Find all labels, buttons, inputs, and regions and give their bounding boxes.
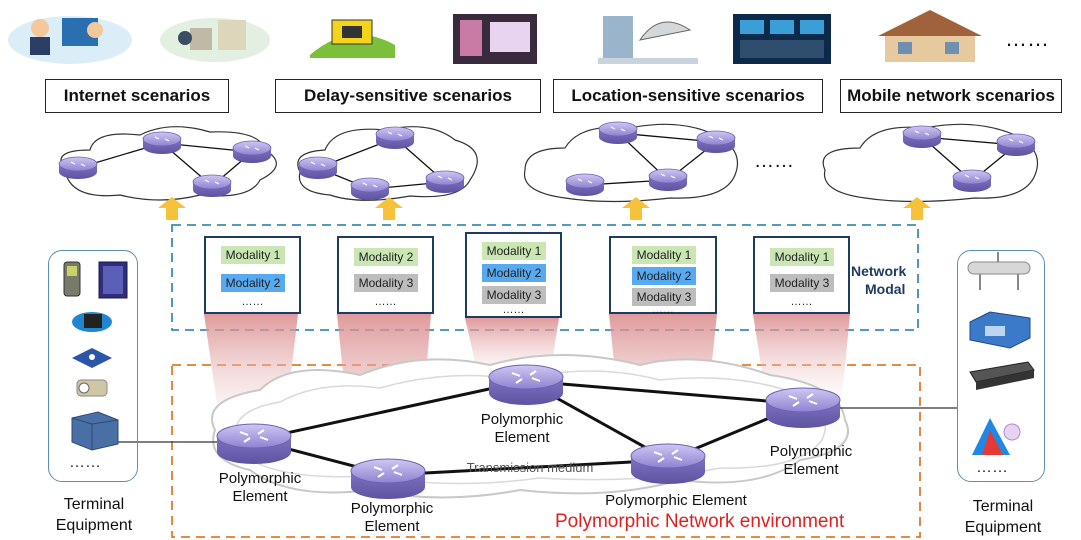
polymorphic-router-1 xyxy=(216,423,292,465)
modality-item: Modality 1 xyxy=(482,242,546,260)
desk-office-icon xyxy=(160,18,270,62)
element-label-line1: Polymorphic xyxy=(480,411,564,428)
element-label-line2: Element xyxy=(232,488,288,505)
terminal-label-left: Terminal Equipment xyxy=(42,494,146,536)
polymorphic-router-3 xyxy=(488,364,564,406)
camera-screen-icon xyxy=(310,19,395,58)
mobile-phone-icon xyxy=(63,261,81,297)
modality-box-5: Modality 1 Modality 3 …… xyxy=(753,236,850,314)
transmission-medium-label: Transmission medium xyxy=(466,460,594,475)
environment-title: Polymorphic Network environment xyxy=(555,511,845,532)
element-label-3: Polymorphic Element xyxy=(462,411,582,447)
polymorphic-router-2 xyxy=(350,458,426,500)
element-label-line1: Polymorphic xyxy=(218,470,302,487)
polymorphic-router-4 xyxy=(630,443,706,485)
modality-item: Modality 1 xyxy=(632,246,696,264)
environment-frame xyxy=(171,364,921,538)
modality-item: Modality 2 xyxy=(221,274,285,292)
terminal-line2: Equipment xyxy=(964,519,1042,536)
left-terminal-panel: …… xyxy=(48,250,138,482)
control-room-icon xyxy=(733,14,831,64)
modality-more: …… xyxy=(374,296,397,308)
terminal-ellipsis-right: …… xyxy=(976,459,1008,476)
satellite-dish-building-icon xyxy=(598,16,698,64)
element-label-4: Polymorphic Element xyxy=(605,492,747,509)
modality-more: …… xyxy=(241,296,264,308)
modality-item: Modality 1 xyxy=(770,248,834,266)
modality-item: Modality 1 xyxy=(221,246,285,264)
modality-box-3: Modality 1 Modality 2 Modality 3 …… xyxy=(465,232,562,318)
cloud-network-1 xyxy=(58,126,277,201)
triangle-device-icon xyxy=(972,418,1021,455)
scenario-internet: Internet scenarios xyxy=(45,79,229,113)
scenario-delay: Delay-sensitive scenarios xyxy=(275,79,541,113)
projector-icon xyxy=(76,379,108,397)
house-icon xyxy=(878,10,982,62)
rack-server-icon xyxy=(969,361,1035,390)
modality-box-1: Modality 1 Modality 2 …… xyxy=(204,236,301,314)
video-monitor-icon xyxy=(453,14,537,64)
element-label-line2: Element xyxy=(783,461,839,478)
element-label-1: Polymorphic Element xyxy=(200,470,320,506)
cloud-network-2 xyxy=(297,126,478,201)
modality-item: Modality 3 xyxy=(770,274,834,292)
element-label-line2: Element xyxy=(494,429,550,446)
scenario-mobile: Mobile network scenarios xyxy=(840,79,1062,113)
network-modal-line1: Network xyxy=(851,263,907,279)
cloud-network-3 xyxy=(523,121,739,203)
terminal-line2: Equipment xyxy=(55,517,133,534)
modality-item: Modality 3 xyxy=(482,286,546,304)
network-modal-label: Network Modal xyxy=(851,262,906,298)
modality-item: Modality 2 xyxy=(632,267,696,285)
modality-item: Modality 3 xyxy=(354,274,418,292)
modality-item: Modality 2 xyxy=(482,264,546,282)
modality-item: Modality 3 xyxy=(632,288,696,306)
cloud-network-4 xyxy=(822,123,1039,203)
pipe-sensor-icon xyxy=(967,252,1031,290)
element-label-line1: Polymorphic xyxy=(769,443,853,460)
modality-item: Modality 2 xyxy=(354,248,418,266)
element-label-5: Polymorphic Element xyxy=(752,443,870,479)
smart-watch-icon xyxy=(72,312,112,332)
wireless-router-icon xyxy=(72,348,112,368)
tablet-icon xyxy=(98,261,128,299)
terminal-label-right: Terminal Equipment xyxy=(950,496,1056,538)
modality-more: …… xyxy=(502,304,525,316)
people-at-computer-icon xyxy=(8,16,132,64)
terminal-line1: Terminal xyxy=(972,498,1034,515)
element-label-2: Polymorphic Element xyxy=(332,500,452,536)
right-terminal-panel: …… xyxy=(957,250,1045,482)
scenario-location: Location-sensitive scenarios xyxy=(553,79,823,113)
modality-box-4: Modality 1 Modality 2 Modality 3 …… xyxy=(609,236,717,316)
top-ellipsis: …… xyxy=(1005,26,1049,51)
terminal-line1: Terminal xyxy=(63,496,125,513)
modality-more: …… xyxy=(790,296,813,308)
terminal-ellipsis-left: …… xyxy=(69,454,101,471)
modality-more: …… xyxy=(652,304,674,316)
network-switch-icon xyxy=(969,311,1031,349)
polymorphic-router-5 xyxy=(765,387,841,429)
modality-box-2: Modality 2 Modality 3 …… xyxy=(337,236,434,314)
storage-server-icon xyxy=(71,411,119,451)
element-label-line1: Polymorphic xyxy=(350,500,434,517)
network-modal-line2: Modal xyxy=(865,281,906,297)
arrow-group xyxy=(158,197,931,220)
element-label-line2: Element xyxy=(364,518,420,535)
cloud-ellipsis: …… xyxy=(754,150,794,172)
